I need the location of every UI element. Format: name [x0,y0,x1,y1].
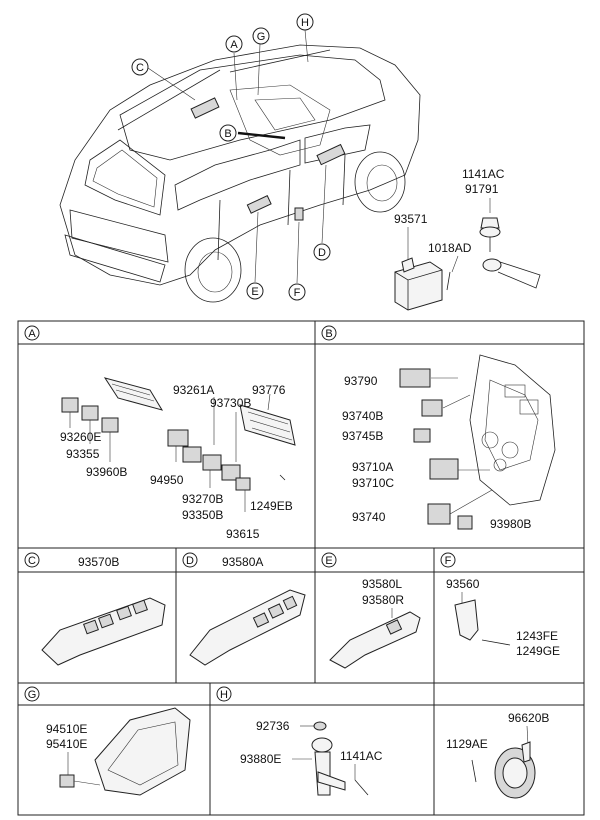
part-93560: 93560 [446,577,480,591]
section-C-letter: C [28,555,36,567]
relay-assembly: 93571 1018AD 1141AC 91791 [394,167,541,311]
part-1249GE: 1249GE [516,644,560,658]
part-93790: 93790 [344,374,378,388]
part-93270B: 93270B [182,492,223,506]
section-H-letter: H [220,689,228,701]
part-94950: 94950 [150,473,184,487]
part-92736: 92736 [256,719,290,733]
part-95410E: 95410E [46,737,87,751]
grid-frame [17,320,585,816]
section-horn: 96620B 1129AE [446,711,549,799]
part-93710A: 93710A [352,460,393,474]
section-F: 93560 1243FE 1249GE [446,577,560,658]
part-93740: 93740 [352,510,386,524]
part-93580A: 93580A [222,555,263,569]
part-93960B: 93960B [86,465,127,479]
callout-E: E [251,286,258,298]
part-93580R: 93580R [362,593,404,607]
part-1129AE: 1129AE [446,737,488,751]
part-93260E: 93260E [60,430,101,444]
part-93880E: 93880E [240,752,281,766]
callout-D: D [318,247,326,259]
vehicle-overview [59,44,421,303]
callout-F: F [294,287,301,299]
part-93710C: 93710C [352,476,394,490]
section-A-letter: A [28,328,36,340]
section-headers: A B C D E F G H [24,325,456,702]
callout-G: G [257,31,266,43]
part-1249EB: 1249EB [250,499,293,513]
part-93571: 93571 [394,212,428,226]
section-D: 93580A [189,555,306,666]
section-B: 93790 93740B 93745B 93710A 93710C 93740 … [342,354,556,531]
part-93615: 93615 [226,527,260,541]
section-A: 93260E 93355 93960B 93261A 93776 93730B … [60,377,296,541]
part-93355: 93355 [66,447,100,461]
part-93261A: 93261A [173,383,214,397]
part-93350B: 93350B [182,508,223,522]
part-1018AD: 1018AD [428,241,472,255]
part-1141AC-top: 1141AC [462,167,505,181]
callout-B: B [224,128,231,140]
section-D-letter: D [186,555,194,567]
callout-A: A [230,39,238,51]
part-1141AC-h: 1141AC [340,749,383,763]
part-96620B: 96620B [508,711,549,725]
section-E: 93580L 93580R [329,577,421,669]
part-93745B: 93745B [342,429,383,443]
part-93776: 93776 [252,383,286,397]
part-93730B: 93730B [210,396,251,410]
section-C: 93570B [41,555,166,666]
section-F-letter: F [445,555,452,567]
callout-H: H [301,17,309,29]
section-G-letter: G [28,689,37,701]
part-93980B: 93980B [490,517,531,531]
section-G: 94510E 95410E [46,707,191,796]
callout-C: C [136,62,144,74]
part-93580L: 93580L [362,577,402,591]
part-91791: 91791 [465,182,499,196]
section-E-letter: E [325,555,332,567]
section-B-letter: B [325,328,332,340]
vehicle-callouts: A G H C B E F D [131,13,331,301]
part-93740B: 93740B [342,409,383,423]
part-94510E: 94510E [46,722,87,736]
part-93570B: 93570B [78,555,119,569]
part-1243FE: 1243FE [516,629,558,643]
section-H: 92736 93880E 1141AC [240,719,383,796]
